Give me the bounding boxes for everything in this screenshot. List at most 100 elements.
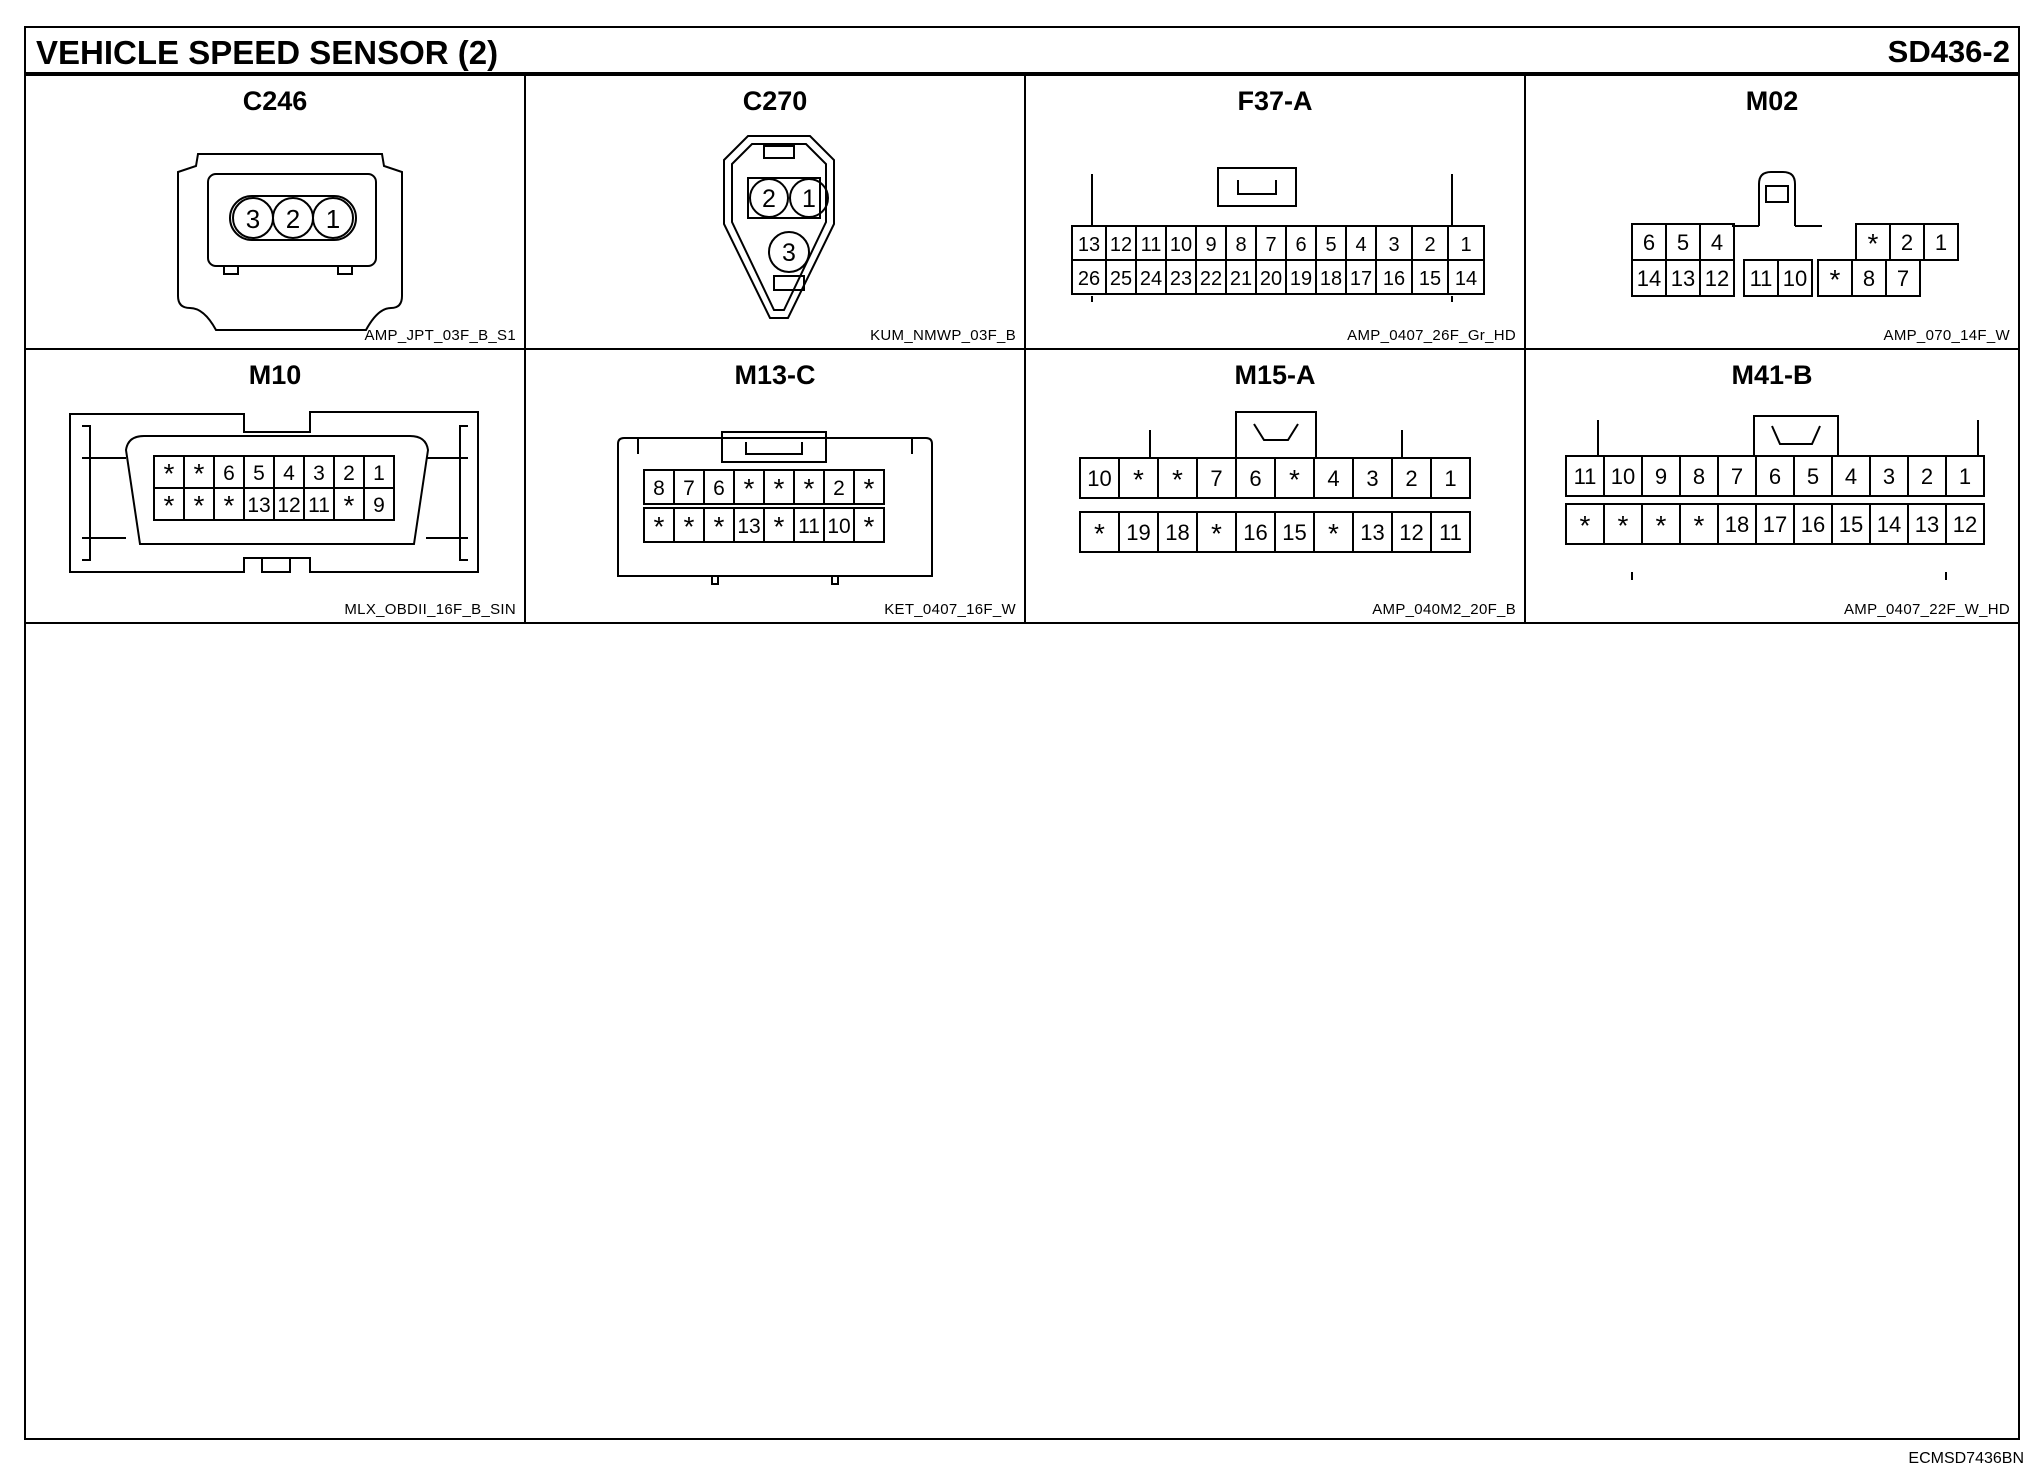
pin-label: 19 — [1126, 520, 1150, 545]
connector-c270-pin-frame — [747, 177, 821, 219]
pin-label: * — [1580, 510, 1591, 541]
pin-label: 5 — [1677, 230, 1689, 255]
pin-cell — [1430, 457, 1471, 499]
connector-code: AMP_040M2_20F_B — [1372, 601, 1516, 618]
pin-cell — [1430, 511, 1471, 553]
pin-label: 2 — [762, 185, 776, 213]
pin-label: 1 — [373, 462, 385, 485]
connector-m15-a-latch-slot — [1253, 423, 1299, 441]
connector-m13-c-foot — [831, 575, 839, 585]
pin-label: 15 — [1839, 512, 1863, 537]
pin-label: 13 — [1360, 520, 1384, 545]
pin-label: 10 — [1170, 234, 1192, 256]
pin-label: 13 — [1078, 234, 1100, 256]
connector-cell-c246: C246 3 2 1 AMP_JPT_03F_B_S1 — [26, 76, 526, 350]
pin-label: * — [804, 473, 815, 504]
connector-c246-pin-row — [229, 195, 357, 241]
pin-label: 2 — [286, 204, 300, 234]
pin-label: 4 — [283, 462, 295, 485]
pin-cell — [853, 469, 885, 505]
connector-cell-c270: C270 2 1 3 KUM_NMWP_03F_B — [526, 76, 1026, 350]
pin-label: 2 — [1921, 464, 1933, 489]
pin-label: 4 — [1711, 230, 1723, 255]
connector-code: KET_0407_16F_W — [884, 601, 1016, 618]
pin-label: 2 — [833, 477, 845, 500]
pin-label: 9 — [373, 494, 385, 517]
pin-label: 6 — [1643, 230, 1655, 255]
pin-label: 14 — [1455, 268, 1477, 290]
pin-label: * — [1830, 264, 1841, 295]
connector-m02-latch — [1758, 171, 1796, 226]
pin-label: 12 — [1705, 266, 1729, 291]
pin-label: 14 — [1637, 266, 1661, 291]
pin-label: 1 — [1935, 230, 1947, 255]
pin-label: 2 — [1424, 234, 1435, 256]
pin-cell — [363, 487, 395, 521]
pin-label: * — [654, 511, 665, 542]
pin-label: 3 — [313, 462, 325, 485]
pin-label: * — [1094, 518, 1105, 549]
pin-label: 4 — [1355, 234, 1366, 256]
pin-label: 16 — [1801, 512, 1825, 537]
pin-label: 10 — [1087, 466, 1111, 491]
pin-label: 5 — [253, 462, 265, 485]
connector-c270-pin-circle — [768, 231, 810, 273]
pin-label: 7 — [1731, 464, 1743, 489]
connector-m10-housing — [69, 411, 479, 573]
title-bar: VEHICLE SPEED SENSOR (2) SD436-2 — [26, 28, 2018, 76]
pin-label: 7 — [683, 477, 695, 500]
connector-m41-b-latch-slot — [1771, 425, 1821, 445]
pin-label: 5 — [1325, 234, 1336, 256]
pin-label: * — [1211, 518, 1222, 549]
connector-c270-pin-base — [773, 275, 805, 291]
pin-label: 22 — [1200, 268, 1222, 290]
connector-c246-latch — [337, 265, 353, 275]
pin-cell — [1945, 455, 1985, 497]
pin-cell — [1447, 259, 1485, 295]
connector-m13-c-housing — [617, 437, 933, 577]
connector-m10-trapezoid — [124, 435, 430, 545]
pin-label: 11 — [308, 494, 330, 517]
pin-label: * — [164, 458, 175, 489]
pin-label: 12 — [1399, 520, 1423, 545]
pin-cell — [1945, 503, 1985, 545]
pin-label: 3 — [246, 204, 260, 234]
pin-label: 4 — [1845, 464, 1857, 489]
connector-c246-housing — [177, 153, 403, 331]
pin-label: 17 — [1763, 512, 1787, 537]
pin-label: 17 — [1350, 268, 1372, 290]
page-code: SD436-2 — [1887, 34, 2010, 69]
pin-label: * — [1172, 464, 1183, 495]
page-title: VEHICLE SPEED SENSOR (2) — [36, 34, 499, 71]
pin-label: 4 — [1327, 466, 1339, 491]
connector-c270-inner-outline — [731, 143, 827, 311]
pin-label: 1 — [326, 204, 340, 234]
pin-label: 26 — [1078, 268, 1100, 290]
connector-c270-pin-circle — [749, 178, 789, 218]
connector-m10-inner-wall — [82, 425, 468, 561]
pin-label: * — [1656, 510, 1667, 541]
pin-label: 6 — [1295, 234, 1306, 256]
connector-code: KUM_NMWP_03F_B — [870, 327, 1016, 344]
pin-cell — [853, 507, 885, 543]
connector-name: M13-C — [734, 360, 816, 390]
pin-label: 2 — [1405, 466, 1417, 491]
connector-name: C270 — [742, 86, 808, 116]
connector-f37-a-latch — [1217, 167, 1297, 207]
pin-label: 8 — [1863, 266, 1875, 291]
connector-code: AMP_0407_26F_Gr_HD — [1347, 327, 1516, 344]
pin-label: 2 — [1901, 230, 1913, 255]
pin-label: * — [684, 511, 695, 542]
connector-c270-latch — [763, 145, 795, 159]
pin-label: 1 — [1460, 234, 1471, 256]
connector-m13-c-latch-slot — [745, 442, 803, 455]
pin-label: 10 — [1783, 266, 1807, 291]
document-id: ECMSD7436BN — [1908, 1450, 2024, 1467]
pin-label: * — [224, 490, 235, 521]
pin-label: * — [774, 511, 785, 542]
